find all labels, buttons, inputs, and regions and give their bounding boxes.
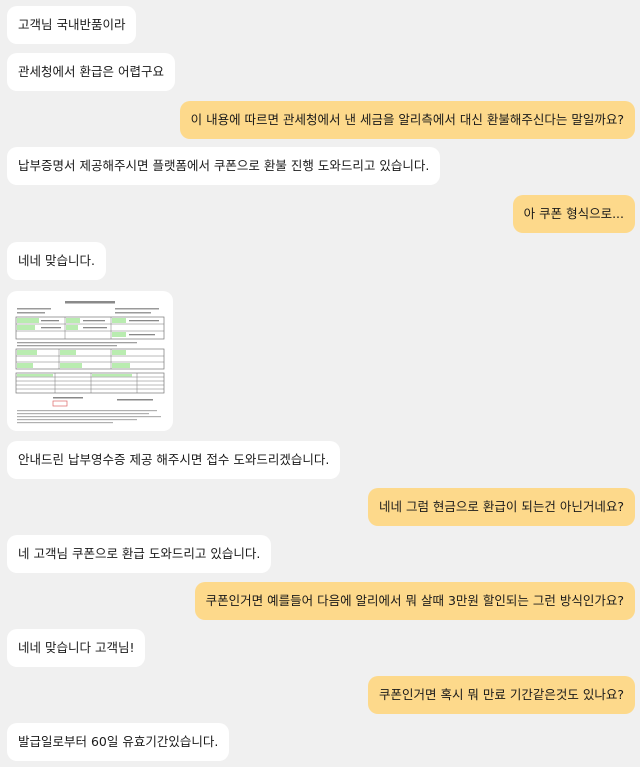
receipt-document-image	[11, 295, 169, 427]
message-text: 네네 맞습니다.	[18, 253, 95, 268]
message-bubble-outgoing[interactable]: 네네 그럼 현금으로 환급이 되는건 아닌거네요?	[367, 488, 635, 526]
message-bubble-incoming[interactable]: 네네 맞습니다 고객님!	[7, 629, 146, 667]
message-bubble-outgoing[interactable]: 쿠폰인거면 예를들어 다음에 알리에서 뭐 살때 3만원 할인되는 그런 방식인…	[194, 582, 635, 620]
message-bubble-incoming[interactable]: 발급일로부터 60일 유효기간있습니다.	[7, 723, 230, 761]
message-bubble-outgoing[interactable]: 쿠폰인거면 혹시 뭐 만료 기간같은것도 있나요?	[367, 676, 635, 714]
message-text: 안내드린 납부영수증 제공 해주시면 접수 도와드리겠습니다.	[18, 452, 330, 467]
message-text: 네 고객님 쿠폰으로 환급 도와드리고 있습니다.	[18, 546, 261, 561]
message-bubble-incoming[interactable]: 네네 맞습니다.	[7, 242, 106, 280]
message-text: 네네 그럼 현금으로 환급이 되는건 아닌거네요?	[378, 499, 624, 514]
message-text: 쿠폰인거면 혹시 뭐 만료 기간같은것도 있나요?	[378, 687, 624, 702]
message-bubble-outgoing[interactable]: 아 쿠폰 형식으로...	[512, 195, 635, 233]
message-bubble-incoming[interactable]: 고객님 국내반품이라	[7, 6, 137, 44]
message-text: 관세청에서 환급은 어렵구요	[18, 64, 164, 79]
message-text: 쿠폰인거면 예를들어 다음에 알리에서 뭐 살때 3만원 할인되는 그런 방식인…	[205, 593, 624, 608]
message-bubble-incoming[interactable]: 관세청에서 환급은 어렵구요	[7, 53, 175, 91]
message-text: 고객님 국내반품이라	[18, 17, 126, 32]
message-bubble-incoming[interactable]: 네 고객님 쿠폰으로 환급 도와드리고 있습니다.	[7, 535, 272, 573]
message-text: 납부증명서 제공해주시면 플랫폼에서 쿠폰으로 환불 진행 도와드리고 있습니다…	[18, 158, 430, 173]
message-text: 발급일로부터 60일 유효기간있습니다.	[18, 734, 219, 749]
message-text: 아 쿠폰 형식으로...	[523, 206, 624, 221]
message-text: 네네 맞습니다 고객님!	[18, 640, 135, 655]
message-bubble-incoming[interactable]: 안내드린 납부영수증 제공 해주시면 접수 도와드리겠습니다.	[7, 441, 341, 479]
message-bubble-incoming[interactable]: 납부증명서 제공해주시면 플랫폼에서 쿠폰으로 환불 진행 도와드리고 있습니다…	[7, 147, 441, 185]
message-bubble-outgoing[interactable]: 이 내용에 따르면 관세청에서 낸 세금을 알리측에서 대신 환불해주신다는 말…	[179, 101, 635, 139]
message-text: 이 내용에 따르면 관세청에서 낸 세금을 알리측에서 대신 환불해주신다는 말…	[190, 112, 624, 127]
image-attachment[interactable]	[7, 291, 173, 431]
